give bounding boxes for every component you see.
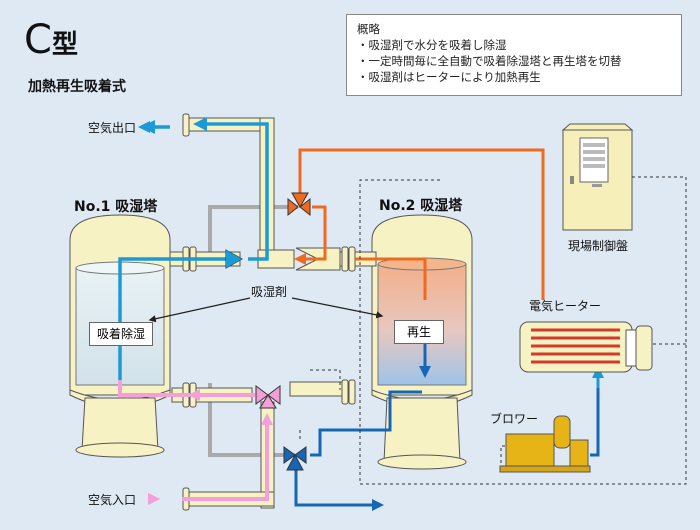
control-panel (561, 123, 634, 231)
type-letter: C (24, 17, 52, 63)
electric-heater (519, 321, 653, 373)
overview-item: ・一定時間毎に全自動で吸着除湿塔と再生塔を切替 (357, 54, 622, 68)
type-suffix: 型 (51, 30, 78, 60)
flanges (182, 113, 356, 511)
valves (225, 192, 311, 471)
blower (499, 415, 591, 473)
page-subtitle: 加熱再生吸着式 (28, 79, 126, 95)
control-panel-label: 現場制御盤 (568, 239, 629, 253)
desiccant-label: 吸湿剤 (251, 285, 288, 299)
air-outlet-label: 空気出口 (88, 121, 137, 135)
overview-item: ・吸湿剤はヒーターにより加熱再生 (357, 70, 541, 84)
bypass-pipes (208, 205, 298, 457)
wet-air-flow (118, 380, 273, 505)
overview-item: ・吸湿剤で水分を吸着し除湿 (357, 38, 507, 52)
flow-direction-arrows (138, 121, 160, 505)
regeneration-label: 再生 (394, 320, 444, 344)
blower-label: ブロワー (490, 412, 539, 426)
inlet-arrow-icon (148, 493, 160, 505)
hot-air-flow (294, 148, 545, 300)
adsorption-label: 吸着除湿 (89, 322, 153, 346)
tower1-label: No.1 吸湿塔 (74, 199, 158, 215)
desiccant-pointers (148, 297, 384, 323)
overview-box: 概略 ・吸湿剤で水分を吸着し除湿 ・一定時間毎に全自動で吸着除湿塔と再生塔を切替… (346, 14, 682, 96)
tower2-label: No.2 吸湿塔 (379, 198, 463, 214)
pipe-shells (169, 117, 377, 509)
type-title: C型 (24, 20, 78, 60)
air-inlet-label: 空気入口 (88, 493, 137, 507)
heater-label: 電気ヒーター (529, 299, 602, 313)
overview-title: 概略 (357, 22, 380, 36)
regen-return-flow (294, 330, 604, 511)
outlet-arrow-icon (138, 121, 150, 133)
